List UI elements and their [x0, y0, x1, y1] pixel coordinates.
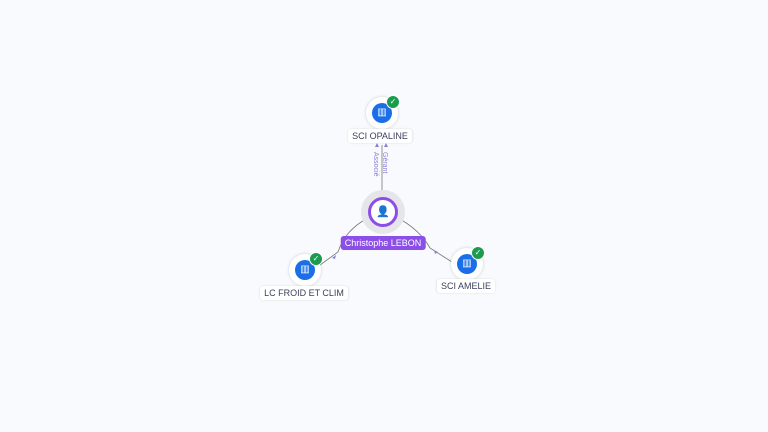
arrow-icon: [384, 143, 388, 147]
company-label[interactable]: LC FROID ET CLIM: [260, 286, 348, 300]
arrow-icon: [375, 143, 379, 147]
edge-label-gerant: Gérant: [381, 152, 388, 174]
edge-label-associe: Associé: [372, 152, 379, 177]
building-icon: ▥: [295, 260, 315, 280]
person-label[interactable]: Christophe LEBON: [340, 236, 426, 250]
arrow-icon: [434, 250, 438, 254]
company-node-lc-froid-et-clim[interactable]: ▥ ✓: [289, 252, 323, 286]
company-node-sci-opaline[interactable]: ▥ ✓: [366, 95, 400, 129]
company-label[interactable]: SCI AMELIE: [436, 279, 496, 293]
building-icon: ▥: [372, 103, 392, 123]
company-label[interactable]: SCI OPALINE: [348, 129, 412, 143]
building-icon: ▥: [457, 254, 477, 274]
company-node-sci-amelie[interactable]: ▥ ✓: [451, 246, 485, 280]
arrow-icon: [332, 255, 336, 259]
verified-check-icon: ✓: [471, 246, 485, 260]
person-icon: 👤: [376, 206, 390, 218]
verified-check-icon: ✓: [309, 252, 323, 266]
person-node[interactable]: 👤: [368, 197, 398, 227]
verified-check-icon: ✓: [386, 95, 400, 109]
